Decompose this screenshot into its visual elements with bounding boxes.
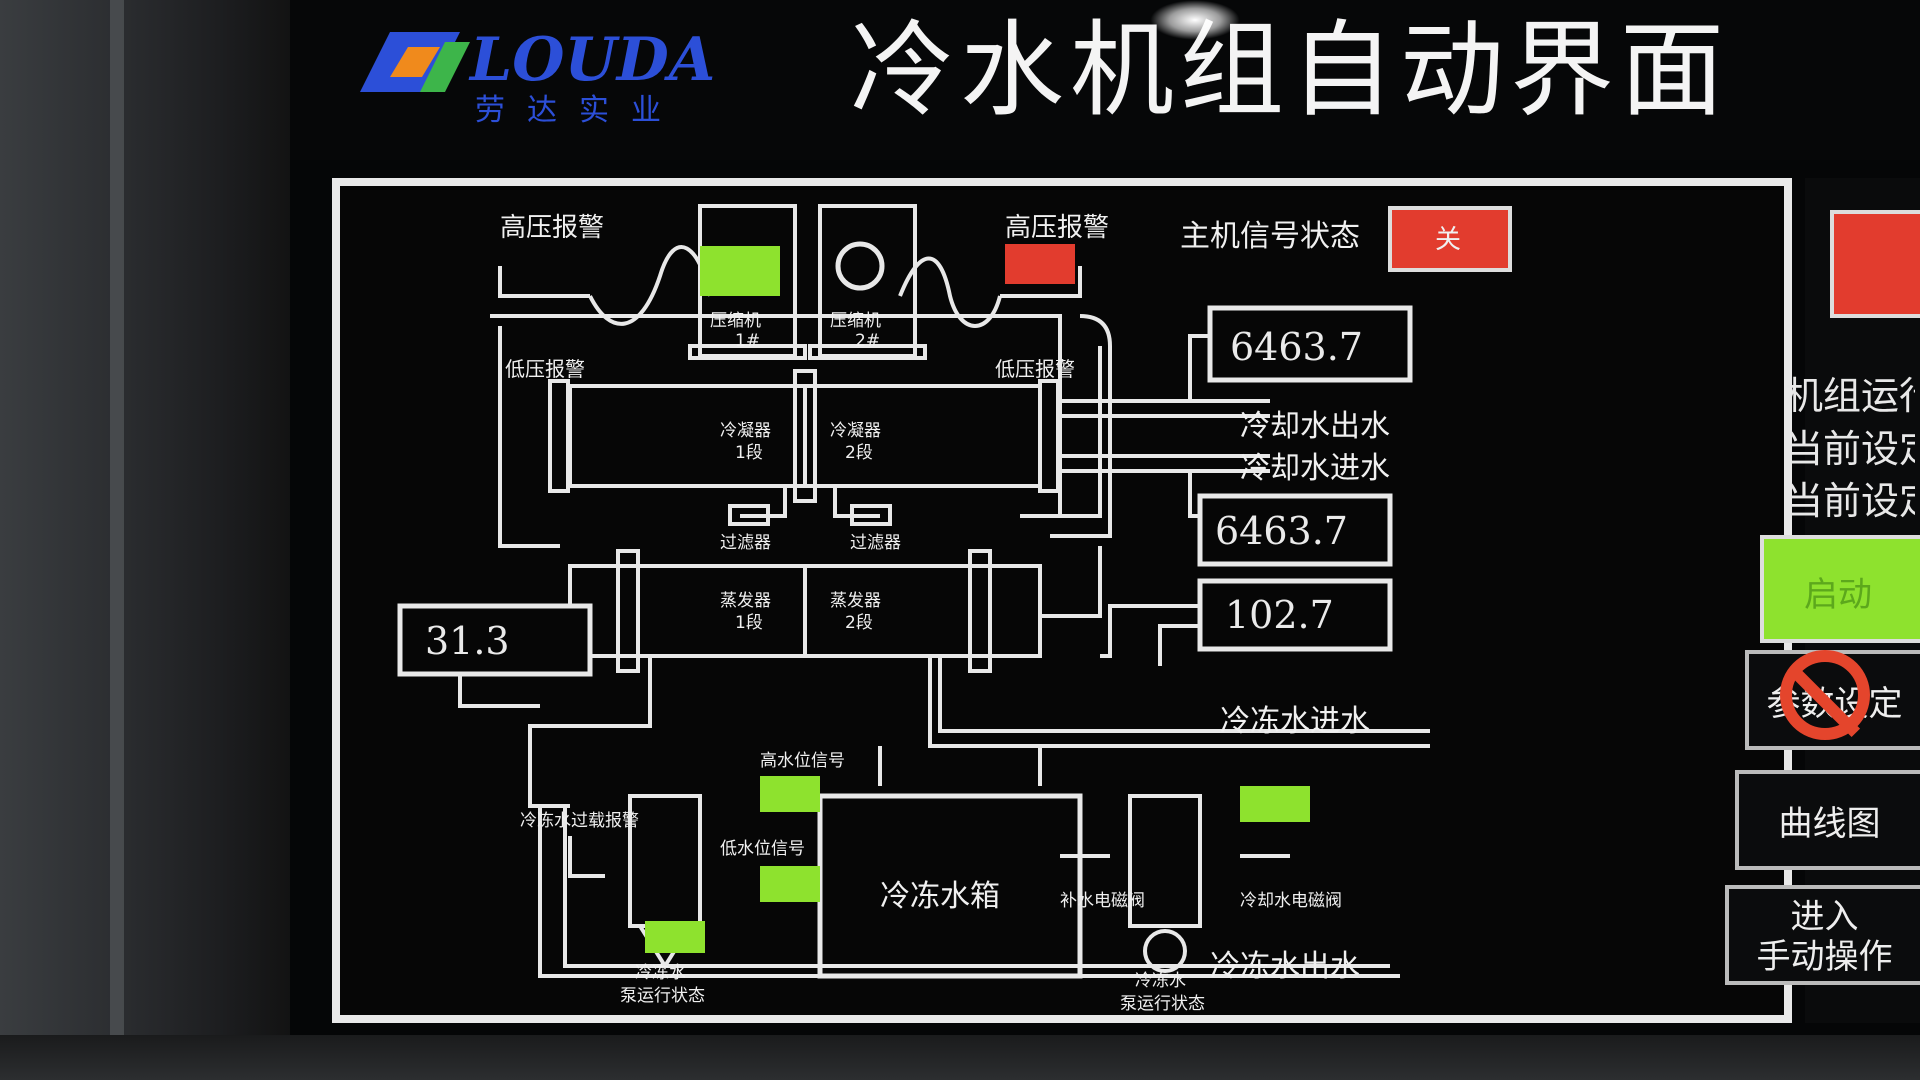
- evaporator-1-label: 蒸发器: [720, 591, 771, 611]
- compressor-1: 压缩机 1#: [688, 204, 807, 360]
- evaporator-1-stage: 1段: [735, 613, 763, 633]
- curve-chart-button[interactable]: 曲线图: [1735, 770, 1920, 870]
- start-button-label: 启动: [1804, 575, 1872, 615]
- condenser-1-label: 冷凝器: [720, 421, 771, 441]
- left-pump-status-indicator: [645, 921, 705, 953]
- manual-operation-line1: 进入: [1790, 897, 1859, 937]
- high-pressure-alarm-2-label: 高压报警: [1005, 213, 1109, 243]
- pipe-network: [458, 245, 1430, 979]
- cooling-water-out-label: 冷却水出水: [1240, 409, 1390, 444]
- condenser-out-value: 6463.7: [1230, 325, 1363, 369]
- hmi-screen: LOUDA 劳达实业 冷水机组自动界面: [290, 0, 1920, 1040]
- compressor-2-label: 压缩机: [830, 311, 881, 331]
- filter-1-label: 过滤器: [720, 533, 771, 553]
- current-set-1-label: 当前设定: [1785, 427, 1915, 471]
- start-button[interactable]: 启动: [1760, 535, 1920, 643]
- condenser-2-stage: 2段: [845, 443, 873, 463]
- left-pump-sub-label: 泵运行状态: [620, 986, 705, 1006]
- logo-mark-orange: [390, 47, 440, 77]
- evaporator-2-label: 蒸发器: [830, 591, 881, 611]
- chilled-water-out-label: 冷冻水出水: [1210, 949, 1360, 984]
- condenser-1-stage: 1段: [735, 443, 763, 463]
- condenser-in-value-box: 6463.7: [1197, 493, 1393, 567]
- compressor-2-num: 2#: [855, 331, 880, 351]
- high-pressure-alarm-2-indicator: [1005, 244, 1075, 284]
- high-level-signal-indicator: [760, 776, 820, 812]
- manual-operation-line2: 手动操作: [1756, 937, 1893, 977]
- logo-mark-green: [420, 42, 470, 92]
- host-signal-status-value: 关: [1435, 225, 1461, 255]
- cooling-valve-label: 冷却水电磁阀: [1240, 891, 1342, 911]
- low-level-signal-label: 低水位信号: [720, 839, 805, 859]
- make-up-valve-label: 补水电磁阀: [1060, 891, 1145, 911]
- chilled-pump-overload-label: 冷冻水过载报警: [520, 811, 639, 831]
- cooling-valve-indicator: [1240, 786, 1310, 822]
- page-title: 冷水机组自动界面: [850, 9, 1731, 131]
- host-signal-status-label: 主机信号状态: [1180, 219, 1360, 254]
- evaporator-value: 31.3: [425, 619, 510, 663]
- process-diagram: 压缩机 1# 压缩机 2# 高压报警 高压报警 低压报警 低压报警 冷凝器 1段…: [397, 204, 1512, 1014]
- high-level-signal-label: 高水位信号: [760, 751, 845, 771]
- low-level-signal-indicator: [760, 866, 820, 902]
- compressor-2: 压缩机 2#: [808, 204, 927, 360]
- condenser-2-label: 冷凝器: [830, 421, 881, 441]
- louda-logo: LOUDA 劳达实业: [360, 25, 715, 128]
- current-set-2-label: 当前设定: [1785, 479, 1915, 523]
- filter-2-label: 过滤器: [850, 533, 901, 553]
- chilled-in-value-box: 102.7: [1197, 578, 1393, 652]
- condenser-in-value: 6463.7: [1215, 509, 1348, 553]
- compressor-1-num: 1#: [735, 331, 760, 351]
- unit-running-label: 机组运行: [1785, 374, 1915, 418]
- unit-status-red-indicator: [1830, 210, 1920, 318]
- host-signal-status-indicator: [1388, 206, 1512, 272]
- low-pressure-alarm-1-label: 低压报警: [505, 357, 585, 381]
- low-pressure-alarm-2-label: 低压报警: [995, 357, 1075, 381]
- process-diagram-panel: 压缩机 1# 压缩机 2# 高压报警 高压报警 低压报警 低压报警 冷凝器 1段…: [332, 178, 1792, 1023]
- monitor-bezel-left: [0, 0, 300, 1080]
- disabled-icon: [1780, 650, 1870, 740]
- chilled-in-value: 102.7: [1225, 593, 1334, 637]
- screen-glare: [1150, 0, 1240, 40]
- curve-chart-label: 曲线图: [1778, 804, 1881, 844]
- monitor-bezel-bottom: [0, 1035, 1920, 1080]
- chilled-water-tank-label: 冷冻水箱: [880, 879, 1000, 914]
- left-pump-label: 冷冻水: [635, 963, 686, 983]
- cooling-water-in-label: 冷却水进水: [1240, 451, 1390, 486]
- evaporator-value-box: 31.3: [397, 603, 593, 677]
- high-pressure-alarm-1-label: 高压报警: [500, 213, 604, 243]
- header-bar: LOUDA 劳达实业 冷水机组自动界面: [290, 0, 1920, 160]
- chilled-water-in-label: 冷冻水进水: [1220, 704, 1370, 739]
- condenser-out-value-box: 6463.7: [1207, 305, 1413, 383]
- logo-subtext: 劳达实业: [475, 93, 683, 128]
- compressor-1-label: 压缩机: [710, 311, 761, 331]
- logo-text: LOUDA: [468, 25, 715, 95]
- right-pump-sub-label: 泵运行状态: [1120, 994, 1205, 1014]
- compressor-2-status-indicator: [835, 241, 885, 291]
- evaporator-2-stage: 2段: [845, 613, 873, 633]
- manual-operation-button[interactable]: 进入 手动操作: [1725, 885, 1920, 985]
- compressor-1-status-indicator: [700, 246, 780, 296]
- right-pump-label: 冷冻水: [1135, 971, 1186, 991]
